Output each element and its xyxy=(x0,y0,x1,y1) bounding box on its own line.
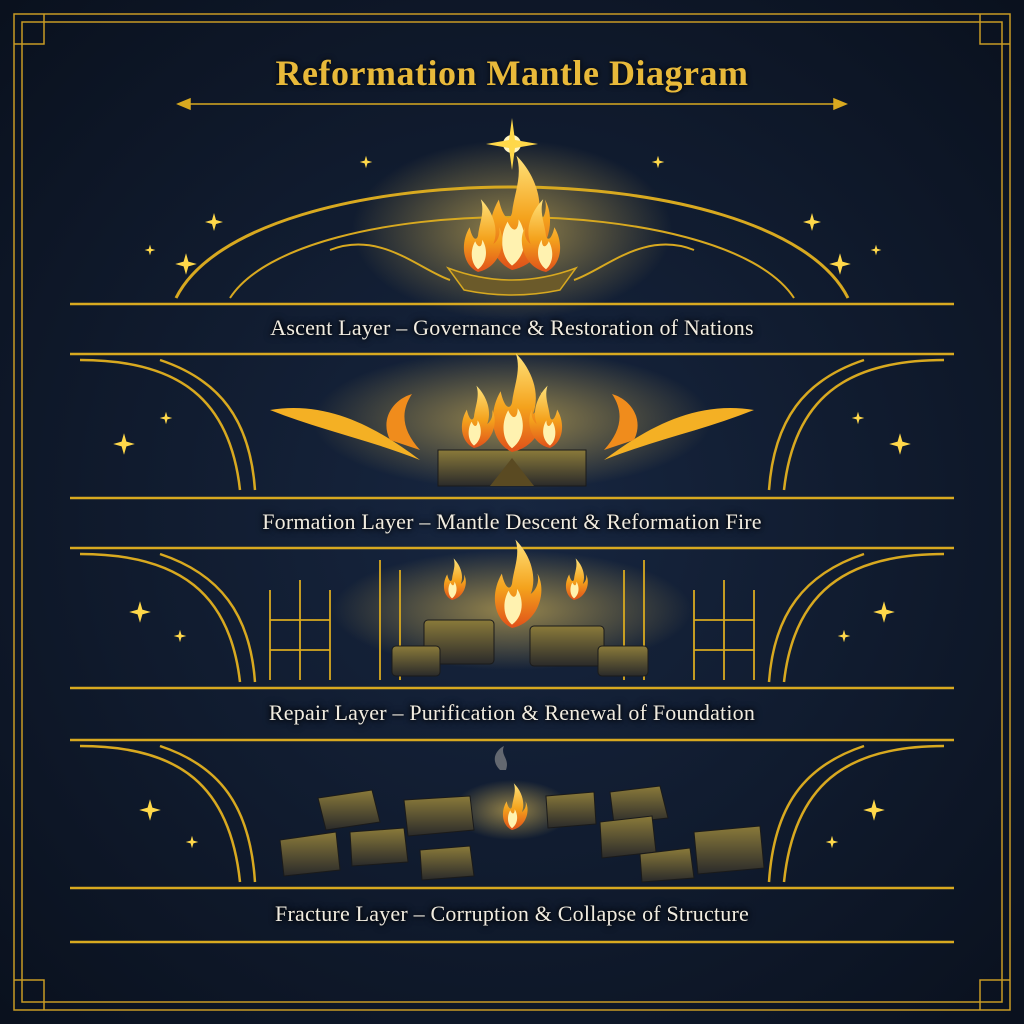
title-divider xyxy=(176,97,848,111)
repair-layer-art xyxy=(269,539,755,680)
fracture-layer-art xyxy=(279,746,765,883)
outer-frame xyxy=(13,13,1011,1011)
page-title: Reformation Mantle Diagram xyxy=(275,53,749,93)
side-arches xyxy=(79,358,945,883)
layer-label-repair: Repair Layer – Purification & Renewal of… xyxy=(268,700,756,725)
repair-foundation-stones xyxy=(391,619,649,677)
ascent-star-burst xyxy=(486,118,538,170)
formation-altar xyxy=(437,449,587,487)
formation-layer-art xyxy=(270,350,754,490)
layer-label-formation: Formation Layer – Mantle Descent & Refor… xyxy=(262,509,762,534)
repair-scaffolding xyxy=(269,560,755,680)
layer-label-ascent: Ascent Layer – Governance & Restoration … xyxy=(270,315,754,340)
layer-label-fracture: Fracture Layer – Corruption & Collapse o… xyxy=(275,901,749,926)
fracture-broken-stones xyxy=(279,785,765,883)
ascent-layer-art xyxy=(174,118,850,320)
ascent-brazier xyxy=(445,266,579,296)
